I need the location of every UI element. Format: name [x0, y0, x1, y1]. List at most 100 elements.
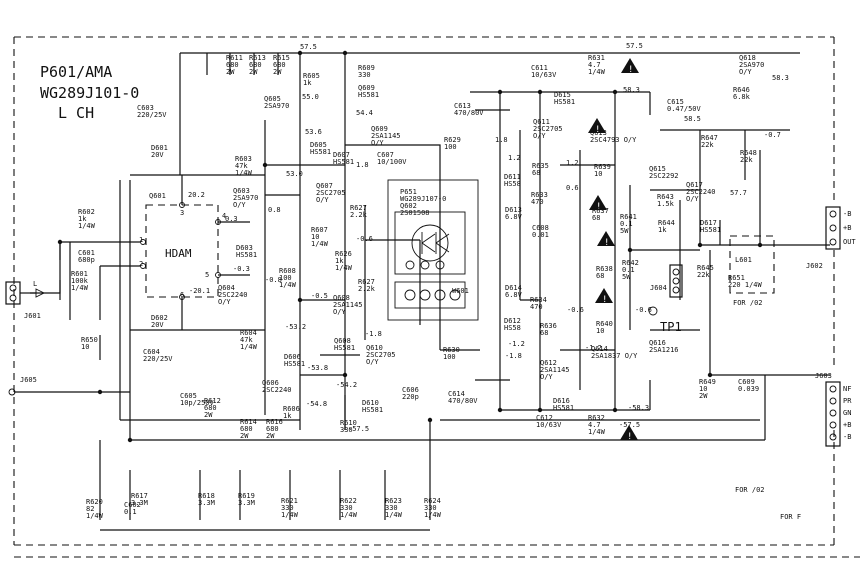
component-label: HS581 — [284, 360, 305, 368]
component-label: R617 — [131, 492, 148, 500]
component-label: 100 — [444, 143, 457, 151]
component-label: O/Y — [218, 298, 231, 306]
component-label: R642 — [622, 259, 639, 267]
component-label: 3.3M — [131, 499, 148, 507]
component-label: 3.3M — [238, 499, 255, 507]
component-label: 10 — [596, 327, 604, 335]
component-label: 68 — [540, 329, 548, 337]
component-label: 220/25V — [137, 111, 167, 119]
component-label: 2SC2705 — [533, 125, 563, 133]
component-label: R602 — [78, 208, 95, 216]
component-label: 0.47/50V — [667, 105, 702, 113]
component-label: Q612 — [540, 359, 557, 367]
voltage-annotation: 57.5 — [300, 43, 317, 51]
component-label: R620 — [86, 498, 103, 506]
bias-module-p651 — [387, 179, 479, 321]
component-label: R609 — [358, 64, 375, 72]
component-label: R627 — [358, 278, 375, 286]
input-section — [14, 174, 265, 393]
component-label: 2SA970 — [264, 102, 289, 110]
component-label: L601 — [735, 256, 752, 264]
hdam-pin-3: 3 — [180, 209, 184, 217]
component-label: D601 — [151, 144, 168, 152]
voltage-annotation: -53.8 — [307, 364, 328, 372]
component-label: 1/4W — [235, 169, 253, 177]
component-label: 47k — [235, 162, 248, 170]
component-label: C609 — [738, 378, 755, 386]
component-label: HS581 — [553, 404, 574, 412]
component-label: R611 — [226, 54, 243, 62]
component-label: 100 — [279, 274, 292, 282]
voltage-annotation: 1.2 — [566, 159, 579, 167]
voltage-annotation: -0.6 — [567, 306, 584, 314]
component-label: 4.7 — [588, 421, 601, 429]
component-label: D617 — [700, 219, 717, 227]
component-label: 330 — [340, 426, 353, 434]
component-label: R634 — [530, 296, 547, 304]
component-label: 10/100V — [377, 158, 407, 166]
component-label: 680 — [266, 425, 279, 433]
component-label: 470/80V — [448, 397, 478, 405]
component-label: 0.1 — [622, 266, 635, 274]
component-label: O/Y — [366, 358, 379, 366]
component-label: C602 — [124, 501, 141, 509]
voltage-annotation: 53.6 — [305, 128, 322, 136]
component-label: 1/4W — [340, 511, 358, 519]
component-label: 10 — [81, 343, 89, 351]
component-label: WG289J107-0 — [400, 195, 446, 203]
component-label: 2SC2240 — [686, 188, 716, 196]
component-label: Q605 — [264, 95, 281, 103]
component-label: 680 — [249, 61, 262, 69]
component-label: 10 — [699, 385, 707, 393]
component-label: 0.1 — [620, 220, 633, 228]
component-label: 2W — [240, 432, 249, 440]
component-label: D615 — [554, 91, 571, 99]
input-channel-label: L — [33, 280, 37, 288]
voltage-annotation: 58.3 — [772, 74, 789, 82]
component-label: R619 — [238, 492, 255, 500]
hdam-module: HDAM 1 2 3 4 5 6 — [139, 202, 226, 300]
component-label: 1/4W — [78, 222, 96, 230]
component-label: R623 — [385, 497, 402, 505]
component-label: 1/4W — [588, 68, 606, 76]
component-label: 5W — [620, 227, 629, 235]
connector-j602-label: J602 — [806, 262, 823, 270]
junction-dots — [57, 50, 763, 443]
component-label: C603 — [137, 104, 154, 112]
component-label: 330 — [385, 504, 398, 512]
component-label: 220 1/4W — [728, 281, 763, 289]
component-label: 220p — [402, 393, 419, 401]
component-label: HS581 — [333, 158, 354, 166]
j603-pin-pr: PR — [843, 397, 852, 405]
component-label: R646 — [733, 86, 750, 94]
svg-text:!: ! — [628, 65, 633, 75]
component-label: R624 — [424, 497, 441, 505]
component-label: Q607 — [316, 182, 333, 190]
component-label: 2W — [266, 432, 275, 440]
hdam-pin-5: 5 — [205, 271, 209, 279]
component-label: C612 — [536, 414, 553, 422]
component-label: 330 — [358, 71, 371, 79]
component-label: W601 — [452, 287, 469, 295]
component-label: Q608 — [333, 294, 350, 302]
svg-text:!: ! — [596, 202, 601, 212]
component-label: 22k — [697, 271, 710, 279]
component-label: Q611 — [533, 118, 550, 126]
component-label: 82 — [86, 505, 94, 513]
voltage-annotation: -1.2 — [585, 344, 602, 352]
connector-j602: -B +B OUT J602 — [806, 206, 856, 270]
component-label: 10/63V — [536, 421, 562, 429]
component-label: 1/4W — [311, 240, 329, 248]
j603-pin-nf: NF — [843, 385, 851, 393]
connector-j604-label: J604 — [650, 284, 667, 292]
board-part-number: WG289J101-0 — [40, 84, 139, 102]
connector-j603-label: J603 — [815, 372, 832, 380]
component-label: R606 — [283, 405, 300, 413]
j603-pin-minus-b: -B — [843, 433, 851, 441]
safety-warning-icons: ! ! ! ! ! ! — [588, 58, 639, 442]
component-label: D603 — [236, 244, 253, 252]
component-label: 68 — [596, 272, 604, 280]
voltage-annotation: 1.8 — [356, 161, 369, 169]
component-label: R616 — [266, 418, 283, 426]
component-label: C606 — [402, 386, 419, 394]
